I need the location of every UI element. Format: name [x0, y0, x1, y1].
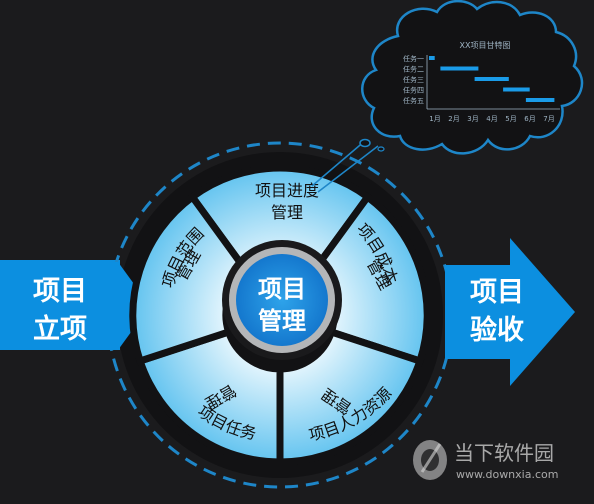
- center-label-line1: 项目: [258, 275, 306, 303]
- callout-connector: [311, 139, 379, 193]
- left-arrow: [0, 262, 150, 350]
- segment-schedule-label-line2: 管理: [271, 203, 303, 222]
- segment-hr[interactable]: [276, 327, 425, 466]
- left-arrow-label-line1: 项目: [33, 276, 87, 307]
- right-arrow-label-line2: 验收: [470, 314, 524, 346]
- right-arrow-label-line1: 项目: [470, 277, 524, 308]
- watermark-name: 当下软件园: [454, 441, 554, 465]
- segment-task[interactable]: [135, 327, 284, 466]
- center-label-line2: 管理: [258, 307, 306, 335]
- wheel-segments: [129, 164, 431, 466]
- center-disc[interactable]: [236, 254, 328, 346]
- watermark: 当下软件园 www.downxia.com: [410, 430, 590, 490]
- callout-dot-2: [377, 146, 385, 152]
- gantt-cloud: [361, 0, 584, 155]
- left-arrow-label-line2: 立项: [33, 313, 87, 345]
- segment-schedule-label-line1: 项目进度: [255, 181, 319, 200]
- watermark-logo-icon: [413, 440, 447, 480]
- watermark-url: www.downxia.com: [456, 468, 558, 481]
- callout-dot-1: [359, 138, 371, 148]
- right-arrow: [445, 238, 575, 386]
